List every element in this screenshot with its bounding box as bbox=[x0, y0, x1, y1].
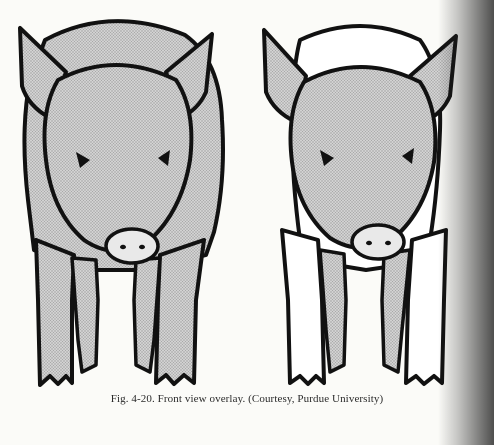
pig-right-snout bbox=[352, 225, 404, 259]
pig-left-leg-right bbox=[156, 240, 204, 384]
page-edge-shadow bbox=[438, 0, 494, 445]
pig-right-nostril-right bbox=[385, 241, 391, 245]
pig-right-nostril-left bbox=[366, 241, 372, 245]
pig-left-leg-left bbox=[36, 240, 74, 385]
pig-left-nostril-right bbox=[139, 245, 145, 249]
pig-left bbox=[20, 21, 223, 385]
pig-right bbox=[264, 26, 456, 384]
pig-left-foreleg-left bbox=[72, 258, 98, 372]
pig-right-leg-left bbox=[282, 230, 324, 384]
figure-illustration bbox=[0, 0, 494, 390]
pig-left-nostril-left bbox=[120, 245, 126, 249]
figure-caption: Fig. 4-20. Front view overlay. (Courtesy… bbox=[0, 393, 494, 405]
pig-left-snout bbox=[106, 229, 158, 263]
